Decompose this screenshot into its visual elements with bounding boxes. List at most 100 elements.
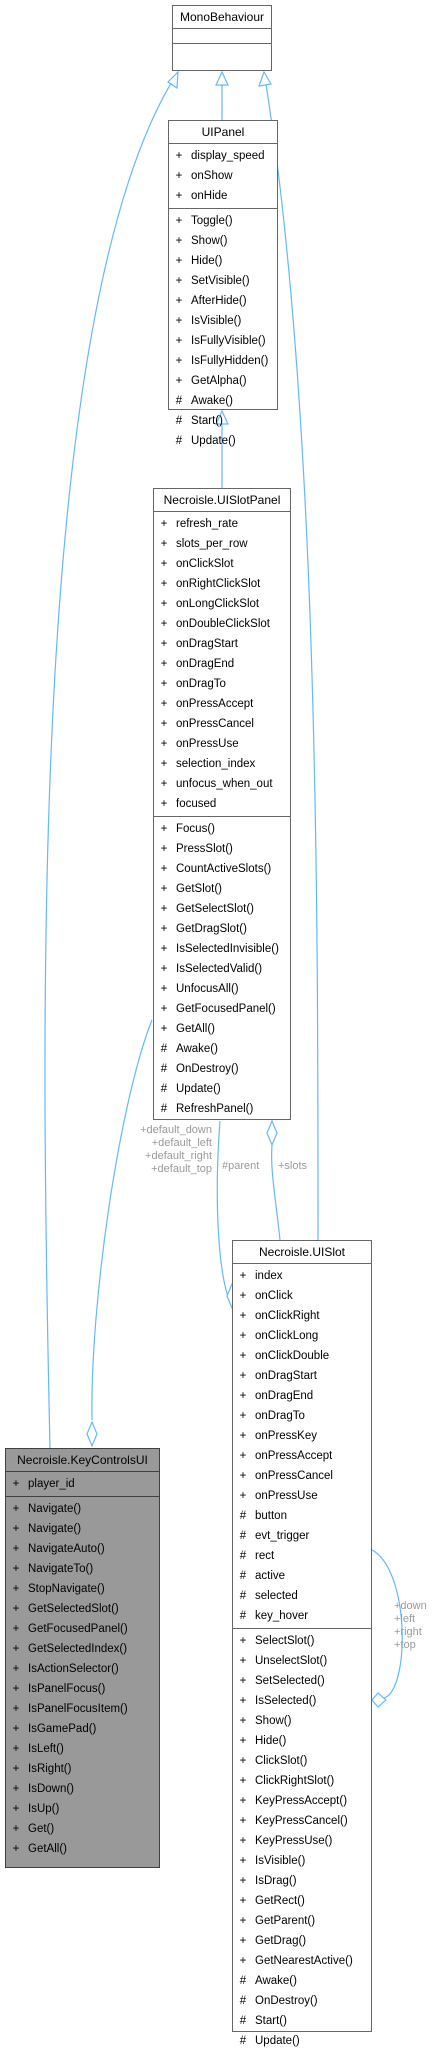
visibility-marker: + [12, 1703, 20, 1715]
class-member: +onDragTo [233, 1406, 371, 1426]
visibility-marker: + [160, 598, 168, 610]
class-uislotpanel: Necroisle.UISlotPanel +refresh_rate+slot… [153, 488, 291, 1120]
class-member: +NavigateAuto() [6, 1539, 159, 1559]
methods-section: +SelectSlot()+UnselectSlot()+SetSelected… [233, 1629, 371, 2053]
member-name: onPressKey [255, 1430, 318, 1442]
visibility-marker: + [12, 1583, 20, 1595]
class-member: +onClickDouble [233, 1346, 371, 1366]
member-name: Hide() [191, 255, 223, 267]
visibility-marker: + [239, 1695, 247, 1707]
class-member: #button [233, 1506, 371, 1526]
class-member: +GetSelectSlot() [154, 899, 290, 919]
class-member: +onClickSlot [154, 554, 290, 574]
visibility-marker: # [239, 1975, 247, 1987]
member-name: Show() [255, 1715, 292, 1727]
visibility-marker: + [239, 1875, 247, 1887]
visibility-marker: # [239, 1995, 247, 2007]
member-name: GetSlot() [176, 883, 223, 895]
visibility-marker: + [239, 1915, 247, 1927]
class-member: +onDoubleClickSlot [154, 614, 290, 634]
visibility-marker: + [12, 1478, 20, 1490]
class-member: #rect [233, 1546, 371, 1566]
visibility-marker: + [239, 1795, 247, 1807]
class-member: +IsRight() [6, 1759, 159, 1779]
class-member: +GetDrag() [233, 1931, 371, 1951]
member-name: GetFocusedPanel() [28, 1623, 128, 1635]
class-member: #Update() [154, 1079, 290, 1099]
member-name: index [255, 1270, 283, 1282]
class-member: +UnselectSlot() [233, 1651, 371, 1671]
class-member: #Start() [169, 411, 277, 431]
visibility-marker: + [239, 1350, 247, 1362]
member-name: KeyPressAccept() [255, 1795, 348, 1807]
visibility-marker: + [12, 1743, 20, 1755]
visibility-marker: # [239, 1570, 247, 1582]
visibility-marker: + [160, 758, 168, 770]
member-name: IsFullyVisible() [191, 335, 266, 347]
member-name: player_id [28, 1478, 75, 1490]
inheritance-arrow-keycontrols-mono [167, 70, 179, 90]
member-name: onDragEnd [176, 658, 235, 670]
class-member: +SelectSlot() [233, 1631, 371, 1651]
class-member: +GetDragSlot() [154, 919, 290, 939]
member-name: onDragStart [176, 638, 239, 650]
visibility-marker: + [12, 1823, 20, 1835]
visibility-marker: + [239, 1410, 247, 1422]
edge-label-line: +default_down [140, 1124, 212, 1136]
member-name: active [255, 1570, 286, 1582]
class-member: + player_id [6, 1474, 159, 1494]
member-name: OnDestroy() [176, 1063, 239, 1075]
member-name: IsActionSelector() [28, 1663, 119, 1675]
class-uipanel: UIPanel +display_speed+onShow+onHide +To… [168, 120, 278, 447]
member-name: GetFocusedPanel() [176, 1003, 276, 1015]
class-member: +GetParent() [233, 1911, 371, 1931]
member-name: CountActiveSlots() [176, 863, 272, 875]
member-name: onDragEnd [255, 1390, 314, 1402]
member-name: Toggle() [191, 215, 233, 227]
class-member: +IsLeft() [6, 1739, 159, 1759]
class-monobehaviour: MonoBehaviour [172, 5, 272, 71]
visibility-marker: + [12, 1723, 20, 1735]
visibility-marker: # [239, 1510, 247, 1522]
visibility-marker: + [175, 190, 183, 202]
class-member: +IsActionSelector() [6, 1659, 159, 1679]
class-member: +CountActiveSlots() [154, 859, 290, 879]
visibility-marker: + [239, 1815, 247, 1827]
class-member: +GetFocusedPanel() [154, 999, 290, 1019]
member-name: onPressCancel [176, 718, 254, 730]
class-member: +onShow [169, 166, 277, 186]
visibility-marker: + [160, 943, 168, 955]
class-member: +onPressAccept [154, 694, 290, 714]
visibility-marker: # [239, 1610, 247, 1622]
visibility-marker: + [160, 823, 168, 835]
inheritance-arrow-uipanel-mono [215, 70, 229, 86]
visibility-marker: + [160, 638, 168, 650]
visibility-marker: + [239, 1430, 247, 1442]
member-name: Start() [255, 2015, 287, 2027]
attributes-section: +index+onClick+onClickRight+onClickLong+… [233, 1264, 371, 1629]
member-name: onPressCancel [255, 1470, 333, 1482]
aggregation-diamond-slotpanel-slots [266, 1119, 278, 1147]
member-name: GetNearestActive() [255, 1955, 353, 1967]
class-member: # OnDestroy() [233, 1991, 371, 2011]
member-name: slots_per_row [176, 538, 248, 550]
visibility-marker: + [12, 1603, 20, 1615]
class-member: +selection_index [154, 754, 290, 774]
class-member: +Focus() [154, 819, 290, 839]
member-name: UnselectSlot() [255, 1655, 328, 1667]
visibility-marker: + [160, 618, 168, 630]
class-member: +GetFocusedPanel() [6, 1619, 159, 1639]
member-name: Navigate() [28, 1523, 82, 1535]
class-member: +refresh_rate [154, 514, 290, 534]
member-name: onPressAccept [176, 698, 254, 710]
class-member: +onDragEnd [154, 654, 290, 674]
member-name: IsSelectedValid() [176, 963, 263, 975]
class-member: +Toggle() [169, 211, 277, 231]
member-name: Navigate() [28, 1503, 82, 1515]
member-name: OnDestroy() [255, 1995, 318, 2007]
class-member: +IsSelectedInvisible() [154, 939, 290, 959]
visibility-marker: + [12, 1543, 20, 1555]
class-uislot: Necroisle.UISlot +index+onClick+onClickR… [232, 1240, 372, 2047]
class-member: +onClick [233, 1286, 371, 1306]
member-name: StopNavigate() [28, 1583, 105, 1595]
